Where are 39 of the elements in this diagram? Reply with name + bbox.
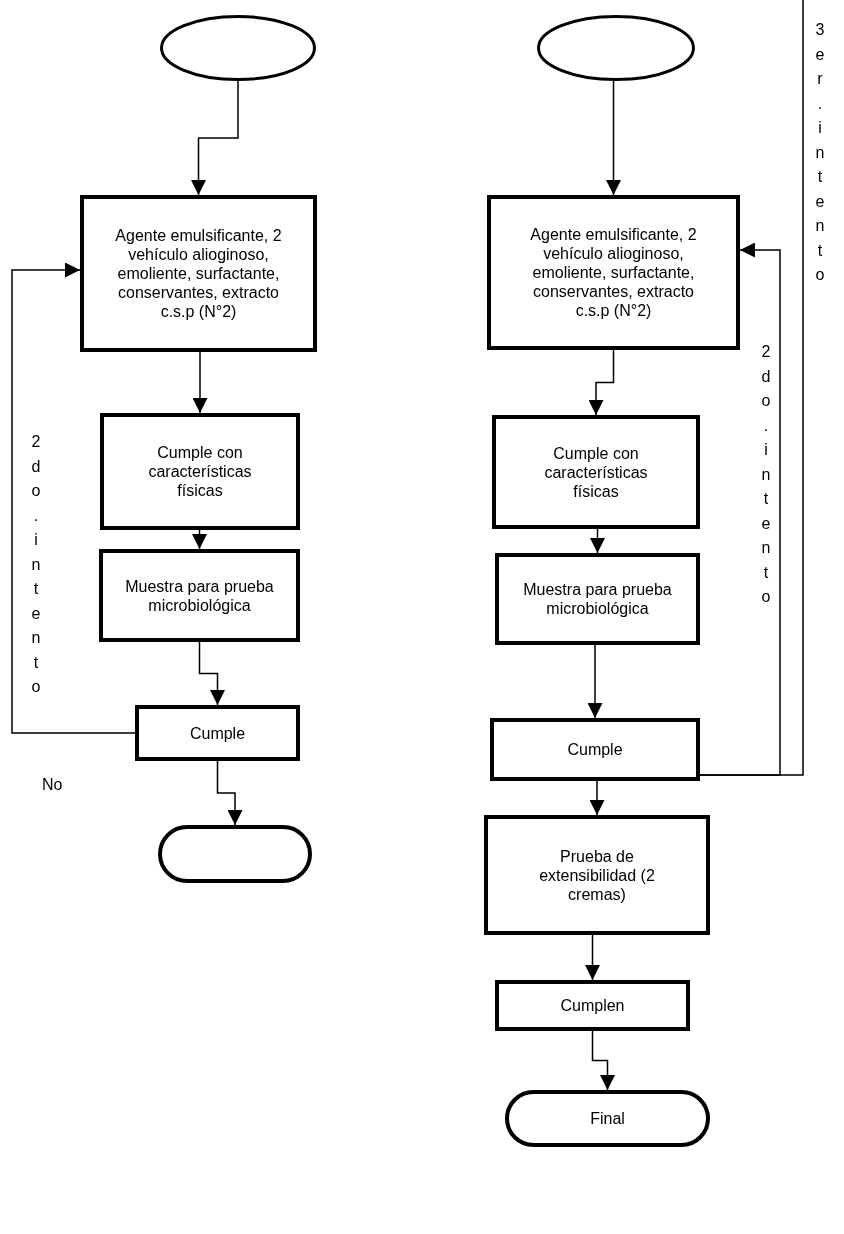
branch-label: No — [42, 776, 63, 794]
arrow — [11, 262, 136, 734]
process-box — [80, 195, 317, 352]
arrow — [192, 529, 207, 550]
arrow — [198, 641, 225, 706]
process-box — [495, 553, 700, 645]
terminator-shape — [505, 1090, 710, 1147]
arrow — [589, 780, 605, 816]
arrow — [591, 1030, 615, 1091]
arrow — [590, 528, 605, 554]
node-text: Final — [590, 1109, 625, 1128]
node-text: Cumple — [567, 740, 623, 759]
process-box — [135, 705, 300, 761]
node-text: Muestra para prueba microbiológica — [124, 576, 275, 615]
arrow — [588, 349, 615, 416]
process-box — [487, 195, 740, 350]
start-circle — [537, 15, 695, 81]
node-text: Cumple con características físicas — [543, 443, 649, 501]
process-box — [490, 718, 700, 781]
process-box — [492, 415, 700, 529]
arrow — [587, 644, 603, 719]
start-circle — [160, 15, 316, 81]
node-text: Agente emulsificante, 2 vehículo alioginoso, emoliente, surfactante, conservantes, extracto c.s.p (N°2) — [114, 226, 283, 321]
node-text: Muestra para prueba microbiológica — [522, 580, 673, 618]
process-box — [484, 815, 710, 935]
node-text: Agente emulsificante, 2 vehículo alioginoso, emoliente, surfactante, conservantes, extracto c.s.p (N°2) — [529, 225, 698, 320]
arrow — [606, 80, 621, 196]
process-box — [495, 980, 690, 1031]
node-text: Cumplen — [560, 996, 625, 1015]
arrow — [191, 80, 239, 196]
terminator-shape — [158, 825, 312, 883]
node-text: Cumple con características físicas — [147, 443, 253, 500]
process-box — [100, 413, 300, 530]
arrow — [192, 351, 208, 414]
node-text: Prueba de extensibilidad (2 cremas) — [538, 846, 656, 904]
process-box — [99, 549, 300, 642]
arrow — [585, 934, 600, 981]
arrow — [216, 760, 243, 826]
node-text: Cumple — [189, 723, 246, 743]
